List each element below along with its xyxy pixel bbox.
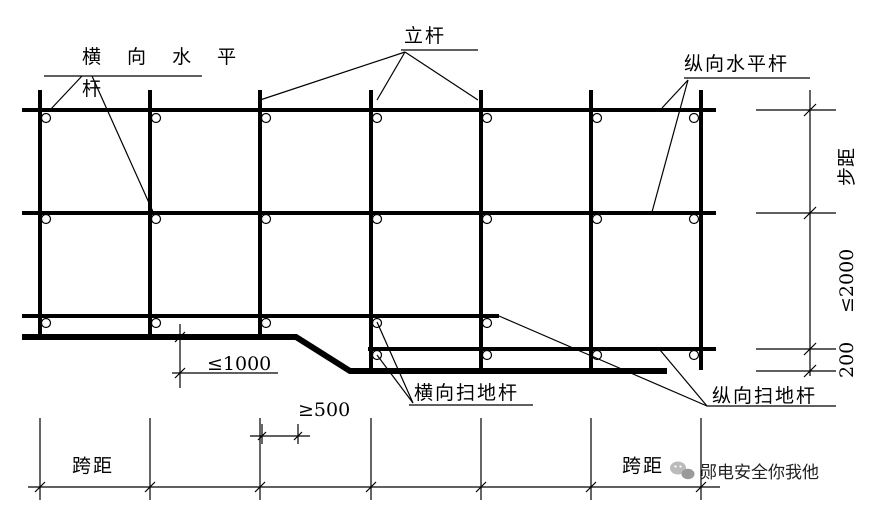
label-min-extend: ≥500 (298, 399, 350, 421)
label-span-left: 跨距 (72, 455, 114, 477)
label-max-drop: ≤1000 (207, 353, 271, 375)
extend-dimension (250, 424, 310, 444)
watermark: 郧电安全你我他 (670, 461, 819, 483)
label-span-right: 跨距 (622, 455, 664, 477)
label-sweep-height: 200 (836, 342, 858, 378)
label-transverse-horizontal-line2: 杆 (82, 78, 103, 100)
label-longitudinal-horizontal: 纵向水平杆 (684, 53, 789, 75)
right-dimension (756, 90, 836, 378)
label-transverse-horizontal-line1: 横 向 水 平 (82, 46, 246, 68)
label-step-distance: 步距 (836, 148, 858, 186)
label-transverse-sweep: 横向扫地杆 (414, 382, 519, 404)
ground-line (22, 334, 667, 374)
drop-dimension (172, 324, 278, 388)
label-standard-pole: 立杆 (404, 25, 446, 47)
wechat-icon (670, 461, 695, 480)
span-dimension (28, 418, 720, 500)
leader-lines (44, 49, 836, 407)
label-longitudinal-sweep: 纵向扫地杆 (712, 385, 817, 407)
couplers (40, 112, 700, 361)
watermark-text: 郧电安全你我他 (700, 463, 819, 483)
label-max-step: ≤2000 (836, 249, 858, 313)
